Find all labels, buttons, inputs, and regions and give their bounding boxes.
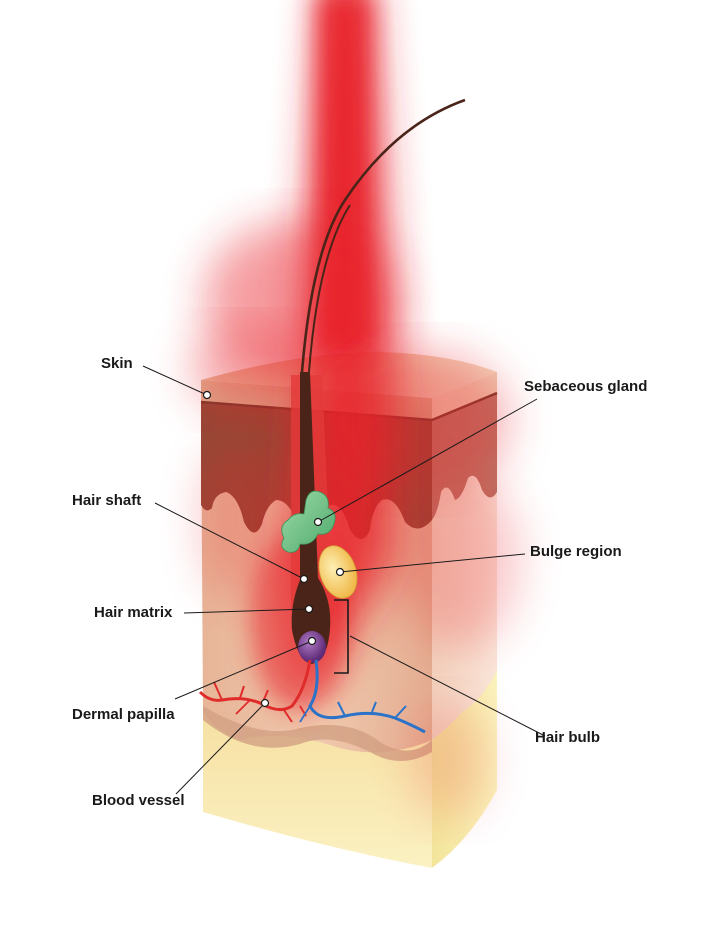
hair-strand: [300, 98, 466, 373]
label-hair-shaft: Hair shaft: [72, 492, 142, 509]
label-bulge-region: Bulge region: [530, 543, 622, 560]
blood-vessel-marker: [260, 698, 270, 708]
dermal-papilla-shape: [298, 631, 326, 663]
dermal-papilla-marker: [307, 636, 317, 646]
hair-follicle: [281, 98, 466, 674]
hair-bulb-bracket: [334, 599, 349, 674]
bulge-region-marker: [335, 567, 345, 577]
label-skin: Skin: [101, 355, 133, 372]
skin-marker: [202, 390, 212, 400]
hair-matrix-marker: [304, 604, 314, 614]
dermis-lower-band: [203, 706, 432, 761]
sebaceous-gland-marker: [313, 517, 323, 527]
label-sebaceous-gland: Sebaceous gland: [524, 378, 648, 395]
sebaceous-gland-shape: [281, 490, 336, 553]
leader-lines: [142, 365, 546, 795]
label-blood-vessel: Blood vessel: [92, 792, 185, 809]
hair-shaft-marker: [299, 574, 309, 584]
label-hair-matrix: Hair matrix: [94, 604, 173, 621]
label-hair-bulb: Hair bulb: [535, 729, 601, 746]
label-dermal-papilla: Dermal papilla: [72, 706, 175, 723]
